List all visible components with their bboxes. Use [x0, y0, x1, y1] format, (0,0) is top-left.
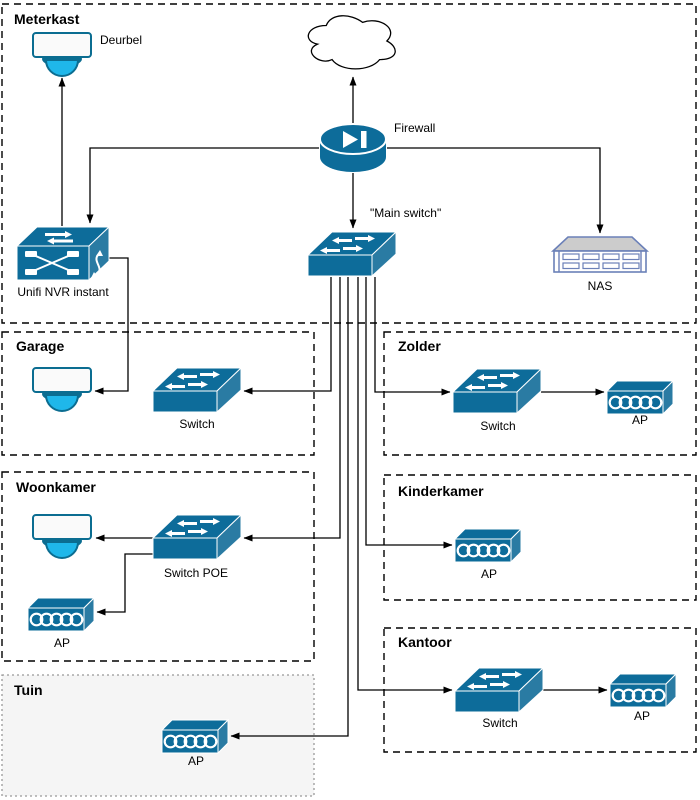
zone-zolder-title: Zolder — [398, 338, 441, 354]
main-switch-label: "Main switch" — [370, 206, 441, 220]
kantoor-switch-icon[interactable] — [454, 667, 544, 713]
zolder-ap-label: AP — [632, 413, 648, 427]
nas-icon[interactable] — [552, 236, 648, 273]
zone-zolder — [383, 331, 697, 456]
garage-camera-icon[interactable] — [32, 367, 92, 412]
zone-woonkamer — [1, 471, 315, 662]
edge-woonkamerswitch-ap — [96, 553, 153, 616]
woonkamer-camera-icon[interactable] — [32, 514, 92, 559]
nas-label: NAS — [588, 279, 613, 293]
zone-kantoor-title: Kantoor — [398, 634, 452, 650]
edge-firewall-nvr — [86, 147, 319, 224]
edge-mainswitch-tuin-ap — [230, 277, 349, 740]
zone-kinderkamer-title: Kinderkamer — [398, 483, 484, 499]
zone-garage-title: Garage — [16, 338, 64, 354]
edge-mainswitch-woonkamer-switch — [243, 277, 341, 542]
woonkamer-ap-label: AP — [54, 636, 70, 650]
firewall-icon[interactable] — [319, 123, 387, 173]
edge-mainswitch-kinderkamer-ap — [365, 277, 453, 549]
edge-mainswitch-kantoor-switch — [357, 277, 453, 694]
garage-switch-icon[interactable] — [152, 367, 242, 413]
kantoor-ap-icon[interactable] — [608, 672, 678, 709]
zone-woonkamer-title: Woonkamer — [16, 479, 96, 495]
internet-cloud-icon[interactable] — [307, 15, 396, 70]
edge-mainswitch-zolder-switch — [374, 277, 451, 396]
nvr-icon[interactable] — [16, 226, 110, 281]
kinderkamer-ap-label: AP — [481, 567, 497, 581]
edge-mainswitch-garage-switch — [243, 277, 332, 395]
kantoor-switch-label: Switch — [482, 716, 517, 730]
edge-nvr-garage-camera — [94, 257, 129, 395]
kantoor-ap-label: AP — [634, 709, 650, 723]
kinderkamer-ap-icon[interactable] — [453, 527, 523, 564]
woonkamer-ap-icon[interactable] — [26, 596, 96, 633]
edge-firewall-nas — [387, 147, 604, 234]
zone-kinderkamer — [383, 474, 697, 601]
zone-garage — [1, 331, 315, 456]
zolder-switch-label: Switch — [480, 419, 515, 433]
deurbel-camera-icon[interactable] — [32, 32, 92, 77]
zone-tuin-title: Tuin — [14, 682, 43, 698]
deurbel-label: Deurbel — [100, 33, 142, 47]
firewall-label: Firewall — [394, 121, 435, 135]
nvr-label: Unifi NVR instant — [17, 285, 109, 299]
main-switch-icon[interactable] — [307, 231, 397, 277]
woonkamer-switch-icon[interactable] — [152, 514, 242, 560]
garage-switch-label: Switch — [179, 417, 214, 431]
zolder-switch-icon[interactable] — [452, 368, 542, 414]
woonkamer-switch-label: Switch POE — [164, 566, 228, 580]
zolder-ap-icon[interactable] — [605, 379, 675, 416]
zone-meterkast — [1, 3, 697, 324]
zone-meterkast-title: Meterkast — [14, 11, 80, 27]
tuin-ap-icon[interactable] — [160, 718, 230, 755]
tuin-ap-label: AP — [188, 754, 204, 768]
